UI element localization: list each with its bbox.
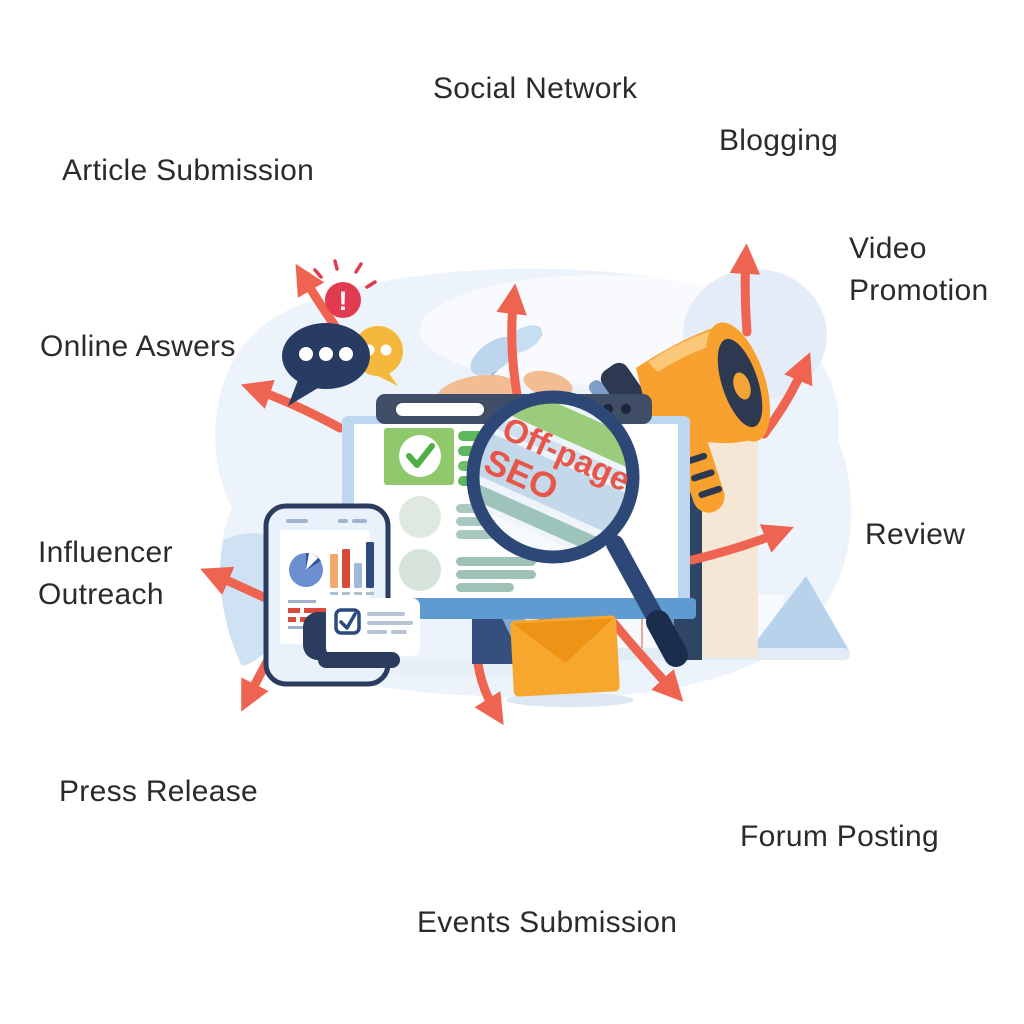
alert-badge-icon: ! xyxy=(313,259,377,318)
label-social-network: Social Network xyxy=(433,72,638,105)
label-forum-posting: Forum Posting xyxy=(740,820,939,853)
label-events-submission: Events Submission xyxy=(417,906,678,939)
label-influencer-outreach: Influencer Outreach xyxy=(38,532,173,616)
label-video-promotion: Video Promotion xyxy=(849,228,988,312)
smartphone-analytics-icon xyxy=(263,503,420,687)
label-press-release: Press Release xyxy=(59,775,258,808)
bar-chart-icon xyxy=(330,542,374,595)
envelope-icon xyxy=(506,615,634,707)
chat-bubbles-icon: ! xyxy=(282,259,403,406)
label-review: Review xyxy=(865,518,966,551)
label-video-line1: Video xyxy=(849,232,927,265)
address-bar xyxy=(396,403,484,416)
label-video-line2: Promotion xyxy=(849,274,989,307)
pie-chart-icon xyxy=(289,552,323,587)
check-circle-icon xyxy=(399,435,441,477)
label-article-submission: Article Submission xyxy=(62,154,315,187)
magnifier-icon: Off-page SEO xyxy=(466,390,688,667)
checklist-card xyxy=(326,598,420,656)
label-influencer-line1: Influencer xyxy=(38,536,173,569)
alert-mark: ! xyxy=(339,286,348,316)
label-online-answers: Online Aswers xyxy=(40,330,236,363)
label-blogging: Blogging xyxy=(719,124,839,157)
arrow-up-right xyxy=(729,243,761,337)
label-influencer-line2: Outreach xyxy=(38,578,164,611)
arrow-up-center xyxy=(496,283,527,405)
arrow-right xyxy=(687,524,794,565)
arrow-upper-right xyxy=(759,352,813,439)
arrow-left-upper xyxy=(240,379,345,433)
